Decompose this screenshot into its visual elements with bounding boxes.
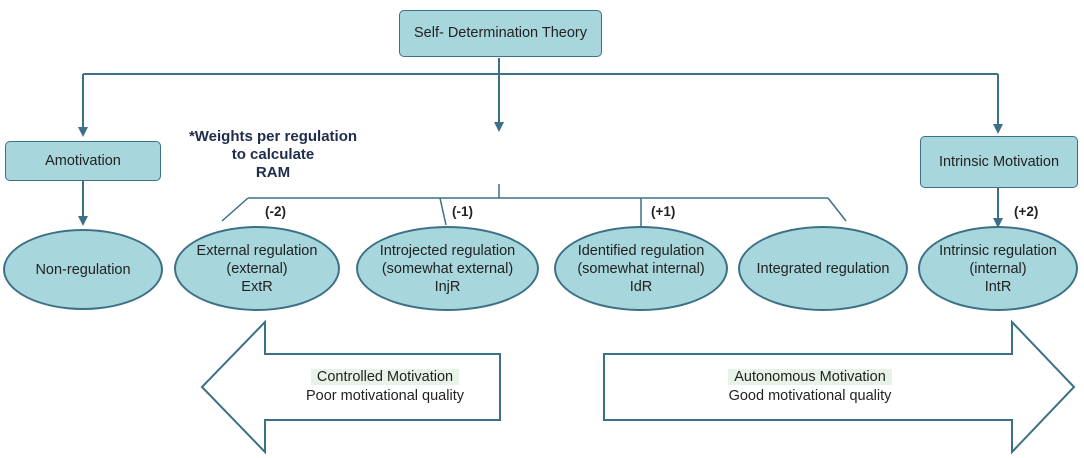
weight-identified: (+1) (651, 204, 676, 219)
integrated-regulation-ellipse: Integrated regulation (738, 226, 908, 311)
weight-introjected: (-1) (452, 204, 473, 219)
introjected-regulation-ellipse: Introjected regulation (somewhat externa… (356, 226, 539, 311)
autonomous-arrow (603, 319, 1076, 455)
non-regulation-ellipse: Non-regulation (3, 229, 163, 310)
amotivation-box: Amotivation (5, 141, 161, 181)
autonomous-motivation-text: Autonomous Motivation Good motivational … (700, 368, 920, 406)
controlled-quality-label: Poor motivational quality (306, 388, 464, 404)
controlled-arrow (200, 319, 501, 455)
title-box: Self- Determination Theory (399, 10, 602, 57)
controlled-motivation-label: Controlled Motivation (310, 369, 460, 385)
identified-regulation-ellipse: Identified regulation (somewhat internal… (554, 226, 728, 311)
intrinsic-motivation-box: Intrinsic Motivation (920, 136, 1078, 188)
weights-note: *Weights per regulation to calculate RAM (188, 128, 358, 181)
autonomous-quality-label: Good motivational quality (728, 388, 892, 404)
intrinsic-regulation-ellipse: Intrinsic regulation (internal) IntR (918, 226, 1078, 311)
weight-intrinsic: (+2) (1014, 204, 1039, 219)
weight-external: (-2) (265, 204, 286, 219)
external-regulation-ellipse: External regulation (external) ExtR (174, 226, 340, 311)
autonomous-motivation-label: Autonomous Motivation (728, 369, 892, 385)
controlled-motivation-text: Controlled Motivation Poor motivational … (280, 368, 490, 406)
